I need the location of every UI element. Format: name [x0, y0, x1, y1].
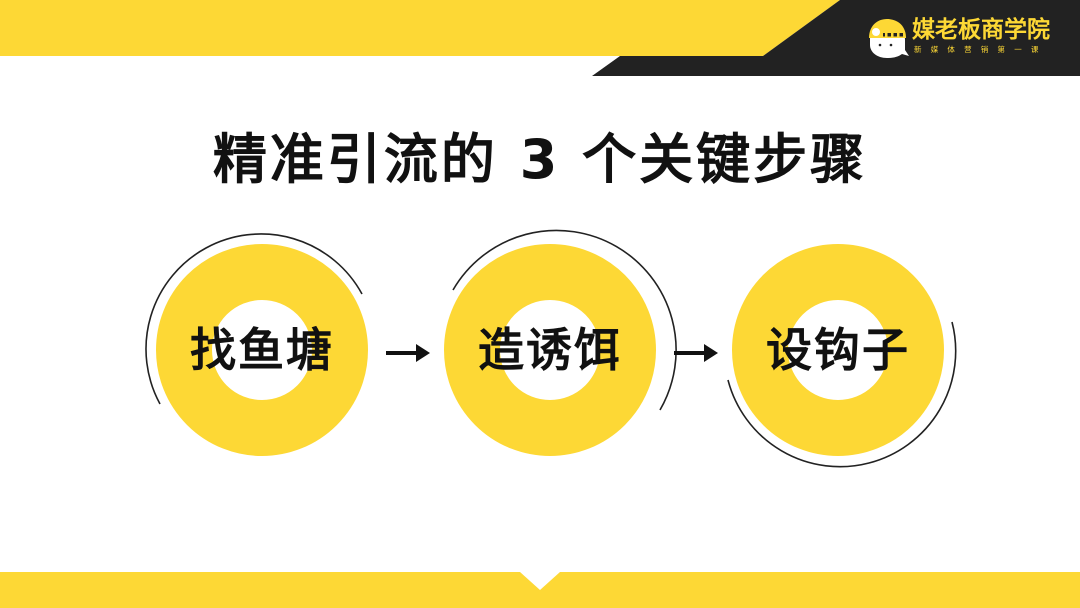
- top-yellow-banner: [0, 0, 840, 56]
- arrow-right-icon: [386, 344, 430, 362]
- step-1-label: 找鱼塘: [190, 323, 334, 377]
- step-3-arc: [727, 321, 957, 468]
- step-2-donut: [444, 229, 677, 456]
- step-1-arc: [145, 233, 363, 405]
- step-2-label: 造诱饵: [478, 323, 622, 377]
- step-1-donut: [145, 233, 368, 456]
- top-black-banner: [592, 0, 1080, 76]
- step-2-arc: [452, 229, 677, 411]
- brand-name: 媒老板商学院: [912, 17, 1050, 43]
- arrow-right-icon: [674, 344, 718, 362]
- bottom-yellow-banner: [0, 572, 1080, 608]
- helmet-mascot-icon: [869, 19, 909, 58]
- slide-title: 精准引流的 3 个关键步骤: [212, 128, 868, 191]
- brand-tagline: 新媒体营销第一课: [914, 45, 1048, 54]
- step-3-label: 设钩子: [766, 323, 910, 377]
- step-3-donut: [727, 244, 957, 468]
